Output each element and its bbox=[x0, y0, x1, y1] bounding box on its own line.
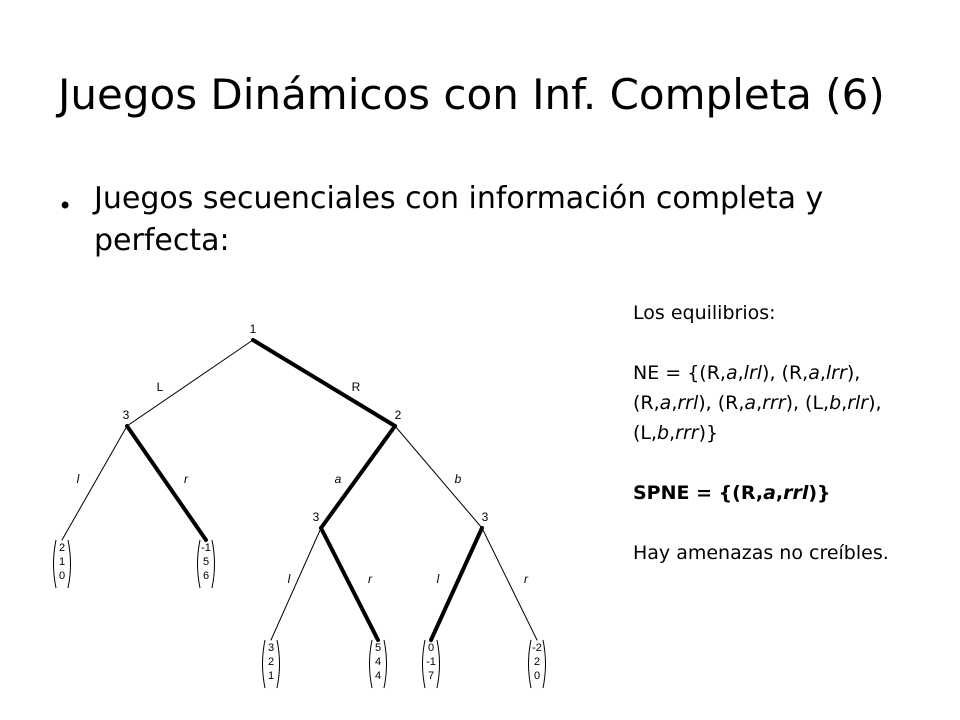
text-run: )} bbox=[808, 482, 831, 504]
payoff-value-p-Rbr-2: 0 bbox=[534, 670, 540, 682]
edge-label-n2-b: b bbox=[455, 472, 462, 486]
payoff-bracket-right bbox=[211, 539, 215, 589]
text-run: , bbox=[841, 392, 848, 414]
conclusion-text: Hay amenazas no creíbles. bbox=[633, 542, 889, 564]
payoff-bracket-right bbox=[436, 639, 440, 689]
edge-n3-l bbox=[61, 425, 128, 541]
edge-label-n3-l: l bbox=[77, 472, 80, 486]
edge-n3a-r bbox=[319, 526, 380, 642]
strategy-run: lrl bbox=[743, 362, 763, 384]
payoff-value-p-Lr-2: 6 bbox=[203, 570, 209, 582]
payoff-value-p-Rar-2: 4 bbox=[375, 670, 381, 682]
payoff-value-p-Ral-2: 1 bbox=[268, 670, 274, 682]
payoff-value-p-Rbr-0: -2 bbox=[532, 642, 542, 654]
text-run: )} bbox=[698, 422, 719, 444]
spne-set: SPNE = {(R,a,rrl)} bbox=[633, 478, 953, 508]
text-run: (R, bbox=[633, 392, 660, 414]
payoff-value-p-Ll-0: 2 bbox=[59, 542, 65, 554]
edge-n2-a bbox=[319, 424, 397, 530]
text-run: ), (L, bbox=[785, 392, 830, 414]
edge-label-n3a-r: r bbox=[368, 572, 373, 586]
edge-label-n3a-l: l bbox=[288, 572, 291, 586]
payoff-bracket-right bbox=[67, 539, 71, 589]
payoff-value-p-Rar-1: 4 bbox=[375, 656, 381, 668]
text-run: ), bbox=[868, 392, 882, 414]
text-run: , bbox=[669, 422, 676, 444]
text-run: ), bbox=[846, 362, 861, 384]
edge-root-L bbox=[126, 339, 254, 427]
strategy-run: a bbox=[763, 482, 776, 504]
equilibria-panel: Los equilibrios: NE = {(R,a,lrl), (R,a,l… bbox=[633, 298, 953, 568]
bullet-text: Juegos secuenciales con información comp… bbox=[94, 181, 824, 258]
edge-n3a-l bbox=[270, 527, 322, 641]
edge-n3-r bbox=[125, 424, 208, 542]
ne-set: NE = {(R,a,lrl), (R,a,lrr),(R,a,rrl), (R… bbox=[633, 358, 953, 448]
payoff-value-p-Ral-0: 3 bbox=[268, 642, 274, 654]
payoff-bracket-right bbox=[542, 639, 546, 689]
edge-label-root-L: L bbox=[157, 380, 164, 394]
text-run: , bbox=[671, 392, 678, 414]
payoff-bracket-left bbox=[369, 639, 373, 689]
text-run: ), (R, bbox=[698, 392, 745, 414]
edge-label-root-R: R bbox=[352, 380, 361, 394]
strategy-run: rrr bbox=[762, 392, 786, 414]
strategy-run: a bbox=[808, 362, 820, 384]
edge-label-n3-r: r bbox=[184, 472, 189, 486]
edge-n3b-r bbox=[481, 527, 538, 641]
node-player-n3b: 3 bbox=[482, 510, 489, 524]
payoff-bracket-left bbox=[528, 639, 532, 689]
text-run: , bbox=[756, 392, 763, 414]
payoff-value-p-Lr-1: 5 bbox=[203, 556, 209, 568]
strategy-run: lrr bbox=[825, 362, 847, 384]
strategy-run: b bbox=[829, 392, 842, 414]
text-run: , bbox=[819, 362, 826, 384]
payoff-value-p-Ral-1: 2 bbox=[268, 656, 274, 668]
text-run: ), (R, bbox=[762, 362, 809, 384]
payoff-value-p-Ll-2: 0 bbox=[59, 570, 65, 582]
text-run: , bbox=[775, 482, 784, 504]
edge-n2-b bbox=[394, 425, 483, 529]
text-run: SPNE = {(R, bbox=[633, 482, 764, 504]
node-player-n2: 2 bbox=[395, 408, 402, 422]
payoff-value-p-Rbr-1: 2 bbox=[534, 656, 540, 668]
equilibria-heading: Los equilibrios: bbox=[633, 302, 776, 324]
payoff-value-p-Rbl-1: -1 bbox=[426, 656, 436, 668]
payoff-bracket-left bbox=[53, 539, 57, 589]
edge-label-n2-a: a bbox=[335, 472, 342, 486]
strategy-run: a bbox=[725, 362, 738, 384]
strategy-run: a bbox=[659, 392, 672, 414]
edge-label-n3b-r: r bbox=[524, 572, 529, 586]
strategy-run: rlr bbox=[847, 392, 869, 414]
slide-title: Juegos Dinámicos con Inf. Completa (6) bbox=[58, 70, 885, 119]
node-player-n3a: 3 bbox=[313, 510, 320, 524]
edge-n3b-l bbox=[429, 526, 484, 642]
payoff-value-p-Rbl-0: 0 bbox=[428, 642, 434, 654]
strategy-run: rrl bbox=[677, 392, 699, 414]
edge-root-R bbox=[251, 338, 397, 428]
payoff-value-p-Rar-0: 5 bbox=[375, 642, 381, 654]
payoff-value-p-Ll-1: 1 bbox=[59, 556, 65, 568]
edge-label-n3b-l: l bbox=[437, 572, 440, 586]
node-player-root: 1 bbox=[250, 322, 257, 336]
text-run: (L, bbox=[633, 422, 658, 444]
text-run: NE = {(R, bbox=[633, 362, 726, 384]
node-player-n3: 3 bbox=[123, 408, 130, 422]
bullet-marker: • bbox=[58, 192, 73, 220]
payoff-bracket-right bbox=[383, 639, 387, 689]
strategy-run: rrr bbox=[675, 422, 699, 444]
strategy-run: b bbox=[657, 422, 670, 444]
payoff-value-p-Rbl-2: 7 bbox=[428, 670, 434, 682]
text-run: , bbox=[737, 362, 744, 384]
payoff-bracket-left bbox=[422, 639, 426, 689]
payoff-bracket-left bbox=[197, 539, 201, 589]
strategy-run: rrl bbox=[783, 482, 809, 504]
payoff-value-p-Lr-0: -1 bbox=[201, 542, 211, 554]
payoff-bracket-right bbox=[276, 639, 280, 689]
payoff-bracket-left bbox=[262, 639, 266, 689]
strategy-run: a bbox=[744, 392, 757, 414]
